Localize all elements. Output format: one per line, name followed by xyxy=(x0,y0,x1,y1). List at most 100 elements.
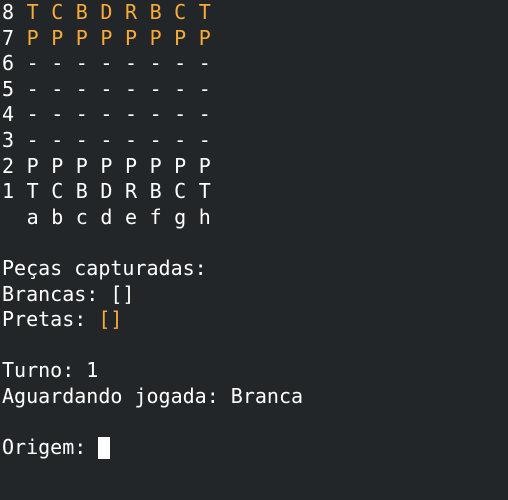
board-square-b4: - xyxy=(51,102,64,127)
board-square-b5: - xyxy=(51,76,64,101)
file-label-c: c xyxy=(75,204,88,229)
board-square-c6: - xyxy=(75,51,88,76)
board-square-h3: - xyxy=(198,127,211,152)
captured-black-label: Pretas: xyxy=(2,307,99,332)
blank-line xyxy=(2,333,506,359)
turn-line: Turno: 1 xyxy=(2,358,506,384)
captured-white-line: Brancas: [] xyxy=(2,282,506,308)
board-square-b8: C xyxy=(51,0,64,24)
board-square-a3: - xyxy=(26,127,39,152)
board-square-g6: - xyxy=(174,51,187,76)
board-square-e6: - xyxy=(124,51,138,76)
file-label-a: a xyxy=(26,204,39,229)
turn-text: Turno: 1 xyxy=(2,358,99,383)
board-row-rank-4: 4-------- xyxy=(2,102,506,128)
board-square-e2: P xyxy=(124,153,138,178)
board-square-b3: - xyxy=(51,127,64,152)
awaiting-text: Aguardando jogada: Branca xyxy=(2,383,304,408)
file-label-g: g xyxy=(174,204,187,229)
board-square-d2: P xyxy=(100,153,113,178)
board-square-c5: - xyxy=(75,76,88,101)
board-square-b6: - xyxy=(51,51,64,76)
captured-black-line: Pretas: [] xyxy=(2,307,506,333)
board-square-d6: - xyxy=(100,51,113,76)
rank-label: 5 xyxy=(2,76,15,101)
board-square-g2: P xyxy=(174,153,187,178)
captured-white-label: Brancas: xyxy=(2,281,111,306)
board-square-f5: - xyxy=(149,76,162,101)
board-square-e4: - xyxy=(124,102,138,127)
rank-label: 1 xyxy=(2,179,15,204)
board-square-f6: - xyxy=(149,51,162,76)
board-square-c7: P xyxy=(75,25,88,50)
board-square-f1: B xyxy=(149,179,162,204)
board-square-c1: B xyxy=(75,179,88,204)
board-square-g3: - xyxy=(174,127,187,152)
file-label-h: h xyxy=(198,204,211,229)
rank-label: 8 xyxy=(2,0,15,24)
board-square-b2: P xyxy=(51,153,64,178)
board-square-a4: - xyxy=(26,102,39,127)
file-label-d: d xyxy=(100,204,113,229)
blank-line xyxy=(2,410,506,436)
board-row-rank-5: 5-------- xyxy=(2,77,506,103)
board-row-rank-6: 6-------- xyxy=(2,51,506,77)
board-square-d1: D xyxy=(100,179,113,204)
board-square-b7: P xyxy=(51,25,64,50)
board-square-f7: P xyxy=(149,25,162,50)
text-cursor[interactable] xyxy=(98,436,111,459)
board-square-f8: B xyxy=(149,0,162,24)
origin-prompt-line[interactable]: Origem: xyxy=(2,435,506,461)
board-square-e3: - xyxy=(124,127,138,152)
board-square-h1: T xyxy=(198,179,211,204)
board-square-f4: - xyxy=(149,102,162,127)
board-square-d7: P xyxy=(100,25,113,50)
board-square-g1: C xyxy=(174,179,187,204)
board-square-c8: B xyxy=(75,0,88,24)
board-square-d5: - xyxy=(100,76,113,101)
board-square-g7: P xyxy=(174,25,187,50)
board-square-c4: - xyxy=(75,102,88,127)
file-label-b: b xyxy=(51,204,64,229)
board-row-rank-3: 3-------- xyxy=(2,128,506,154)
awaiting-line: Aguardando jogada: Branca xyxy=(2,384,506,410)
board-square-e1: R xyxy=(124,179,138,204)
board-square-d3: - xyxy=(100,127,113,152)
board-square-e7: P xyxy=(124,25,138,50)
board-square-f2: P xyxy=(149,153,162,178)
file-label-e: e xyxy=(124,204,138,229)
board-square-c3: - xyxy=(75,127,88,152)
rank-label: 2 xyxy=(2,153,15,178)
rank-label: 6 xyxy=(2,51,15,76)
board-square-c2: P xyxy=(75,153,88,178)
blank-line xyxy=(2,230,506,256)
board-square-h5: - xyxy=(198,76,211,101)
board-square-b1: C xyxy=(51,179,64,204)
board-square-a8: T xyxy=(26,0,39,24)
board-square-h7: P xyxy=(198,25,211,50)
rank-label: 7 xyxy=(2,25,15,50)
board-square-a5: - xyxy=(26,76,39,101)
captured-white-list: [] xyxy=(110,281,135,306)
board-square-d8: D xyxy=(100,0,113,24)
board-square-g4: - xyxy=(174,102,187,127)
rank-label: 3 xyxy=(2,127,15,152)
board-square-a7: P xyxy=(26,25,39,50)
board-square-g5: - xyxy=(174,76,187,101)
board-square-a6: - xyxy=(26,51,39,76)
captured-header-text: Peças capturadas: xyxy=(2,255,207,280)
board-square-a2: P xyxy=(26,153,39,178)
captured-header: Peças capturadas: xyxy=(2,256,506,282)
board-square-h6: - xyxy=(198,51,211,76)
board-square-a1: T xyxy=(26,179,39,204)
board-square-d4: - xyxy=(100,102,113,127)
captured-black-list: [] xyxy=(98,307,123,332)
board-square-f3: - xyxy=(149,127,162,152)
